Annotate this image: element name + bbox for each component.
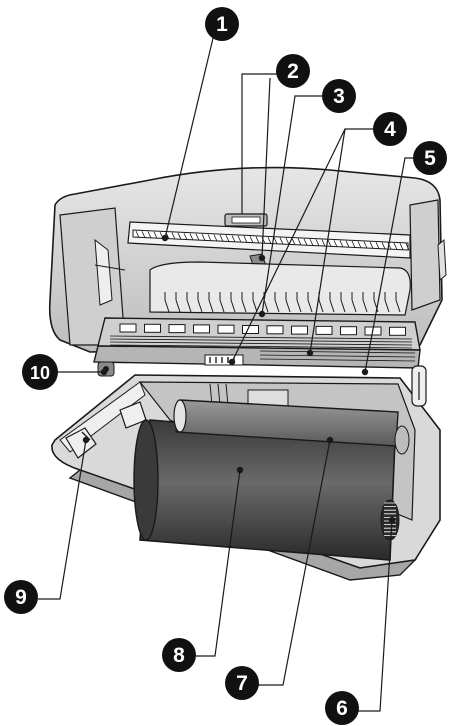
callout-9: 9 bbox=[4, 580, 38, 614]
paper-guide-bar bbox=[132, 229, 410, 251]
svg-text:1: 1 bbox=[216, 13, 228, 36]
supply-roll bbox=[133, 419, 396, 561]
callout-10: 10 bbox=[22, 354, 58, 390]
leader-2b bbox=[261, 77, 271, 259]
scanner-panel bbox=[93, 317, 421, 369]
svg-text:6: 6 bbox=[336, 697, 348, 720]
svg-text:3: 3 bbox=[333, 85, 345, 108]
panel-key bbox=[340, 326, 357, 336]
leader-3 bbox=[261, 95, 322, 315]
leader-dots bbox=[82, 234, 396, 524]
callout-2: 2 bbox=[276, 54, 310, 88]
svg-text:7: 7 bbox=[236, 672, 248, 695]
svg-text:8: 8 bbox=[173, 644, 185, 667]
svg-text:5: 5 bbox=[424, 147, 436, 170]
panel-key bbox=[217, 324, 235, 334]
leader-7 bbox=[258, 439, 331, 686]
callout-6: 6 bbox=[325, 691, 359, 725]
panel-key bbox=[266, 325, 284, 335]
panel-key bbox=[242, 325, 259, 334]
panel-key bbox=[315, 325, 333, 335]
callout-1: 1 bbox=[205, 7, 239, 41]
leader-1 bbox=[164, 29, 216, 239]
callout-8: 8 bbox=[162, 638, 196, 672]
callout-4: 4 bbox=[373, 112, 407, 146]
panel-key bbox=[144, 323, 161, 333]
panel-key bbox=[291, 325, 308, 335]
callout-7: 7 bbox=[225, 666, 259, 700]
paper-transport-area bbox=[149, 261, 411, 316]
leader-9 bbox=[38, 439, 87, 600]
svg-text:9: 9 bbox=[15, 586, 27, 609]
panel-key bbox=[119, 323, 137, 333]
svg-text:2: 2 bbox=[287, 60, 299, 83]
svg-text:10: 10 bbox=[30, 363, 50, 383]
panel-key bbox=[168, 324, 186, 334]
leader-lines bbox=[38, 29, 427, 712]
panel-key bbox=[389, 326, 406, 336]
leader-6 bbox=[358, 519, 393, 712]
leader-2 bbox=[241, 73, 278, 214]
callout-5: 5 bbox=[413, 141, 447, 175]
leader-8 bbox=[196, 469, 241, 657]
svg-text:4: 4 bbox=[384, 118, 396, 141]
panel-key bbox=[193, 324, 210, 334]
callout-3: 3 bbox=[322, 79, 356, 113]
take-up-roll bbox=[173, 399, 399, 447]
leader-4b bbox=[231, 128, 346, 363]
